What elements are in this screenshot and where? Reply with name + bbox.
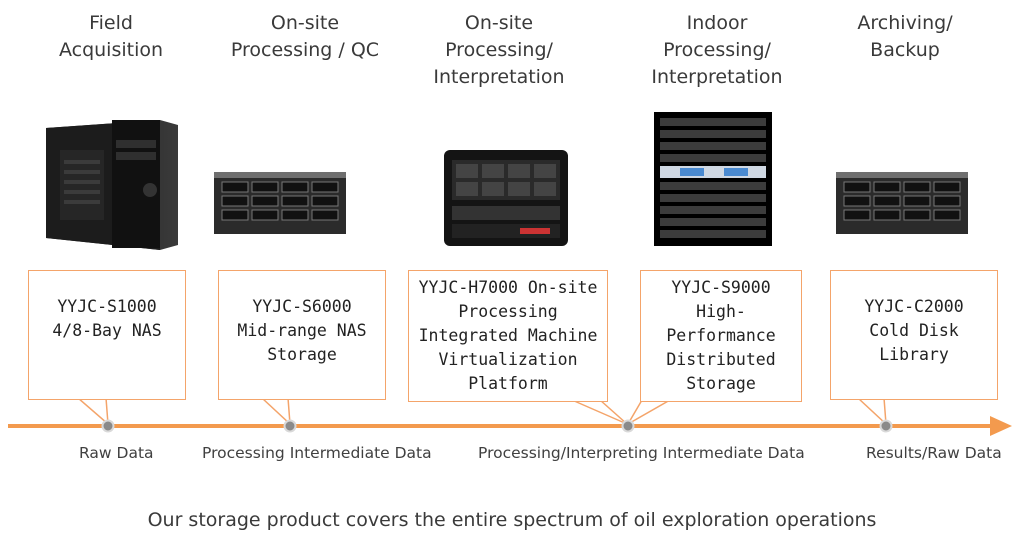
product-line: Processing: [458, 302, 558, 321]
product-line: Storage: [686, 374, 756, 393]
timeline-node: [879, 419, 893, 433]
product-line: YYJC-C2000: [864, 297, 964, 316]
stage-heading-line: Processing/: [445, 39, 553, 61]
product-callout-c2000: YYJC-C2000 Cold Disk Library: [830, 270, 998, 400]
product-line: YYJC-H7000 On-site: [418, 278, 598, 297]
stage-heading-line: On-site: [464, 12, 534, 34]
stage-heading-archiving: Archiving/ Backup: [800, 10, 1010, 64]
callout-pointer: [571, 399, 628, 425]
product-line: Integrated Machine: [418, 326, 598, 345]
stage-heading-line: Backup: [870, 39, 940, 61]
product-callout-s9000: YYJC-S9000 High- Performance Distributed…: [640, 270, 802, 402]
product-line: Storage: [267, 345, 337, 364]
bottom-caption: Our storage product covers the entire sp…: [147, 509, 877, 531]
stage-heading-line: Archiving/: [857, 12, 953, 34]
timeline-node: [283, 419, 297, 433]
stage-heading-line: Field: [89, 12, 133, 34]
stage-heading-line: Interpretation: [433, 66, 565, 88]
product-line: Cold Disk: [869, 321, 959, 340]
product-line: Mid-range NAS: [237, 321, 367, 340]
product-line: Distributed: [666, 350, 776, 369]
data-label-processing: Processing Intermediate Data: [202, 444, 432, 462]
stage-heading-indoor-interpretation: Indoor Processing/ Interpretation: [612, 10, 822, 91]
product-line: Performance: [666, 326, 776, 345]
product-line: Platform: [468, 374, 548, 393]
stage-heading-line: Acquisition: [58, 39, 164, 61]
stage-heading-line: Indoor: [686, 12, 748, 34]
product-callout-h7000: YYJC-H7000 On-site Processing Integrated…: [408, 270, 608, 402]
product-callout-s1000: YYJC-S1000 4/8-Bay NAS: [28, 270, 186, 400]
callout-pointer: [625, 399, 673, 427]
stage-heading-line: Processing/: [663, 39, 771, 61]
callout-pointer: [75, 397, 109, 426]
stage-heading-line: On-site: [270, 12, 340, 34]
stage-heading-line: Processing / QC: [230, 39, 380, 61]
stage-heading-field-acquisition: Field Acquisition: [6, 10, 216, 64]
stage-heading-onsite-qc: On-site Processing / QC: [200, 10, 410, 64]
product-callout-s6000: YYJC-S6000 Mid-range NAS Storage: [218, 270, 386, 400]
product-line: YYJC-S9000: [671, 278, 771, 297]
callout-pointer: [856, 397, 887, 426]
product-line: Library: [879, 345, 949, 364]
stage-heading-onsite-interpretation: On-site Processing/ Interpretation: [394, 10, 604, 91]
product-line: Virtualization: [438, 350, 578, 369]
product-line: 4/8-Bay NAS: [52, 321, 162, 340]
product-line: High-: [696, 302, 746, 321]
data-label-results: Results/Raw Data: [866, 444, 1002, 462]
callout-pointer: [260, 397, 291, 426]
product-line: YYJC-S1000: [57, 297, 157, 316]
data-label-raw: Raw Data: [79, 444, 154, 462]
timeline-node: [621, 419, 635, 433]
data-label-interpreting: Processing/Interpreting Intermediate Dat…: [478, 444, 805, 462]
timeline-node: [101, 419, 115, 433]
timeline-arrowhead: [990, 416, 1012, 436]
stage-heading-line: Interpretation: [651, 66, 783, 88]
product-line: YYJC-S6000: [252, 297, 352, 316]
